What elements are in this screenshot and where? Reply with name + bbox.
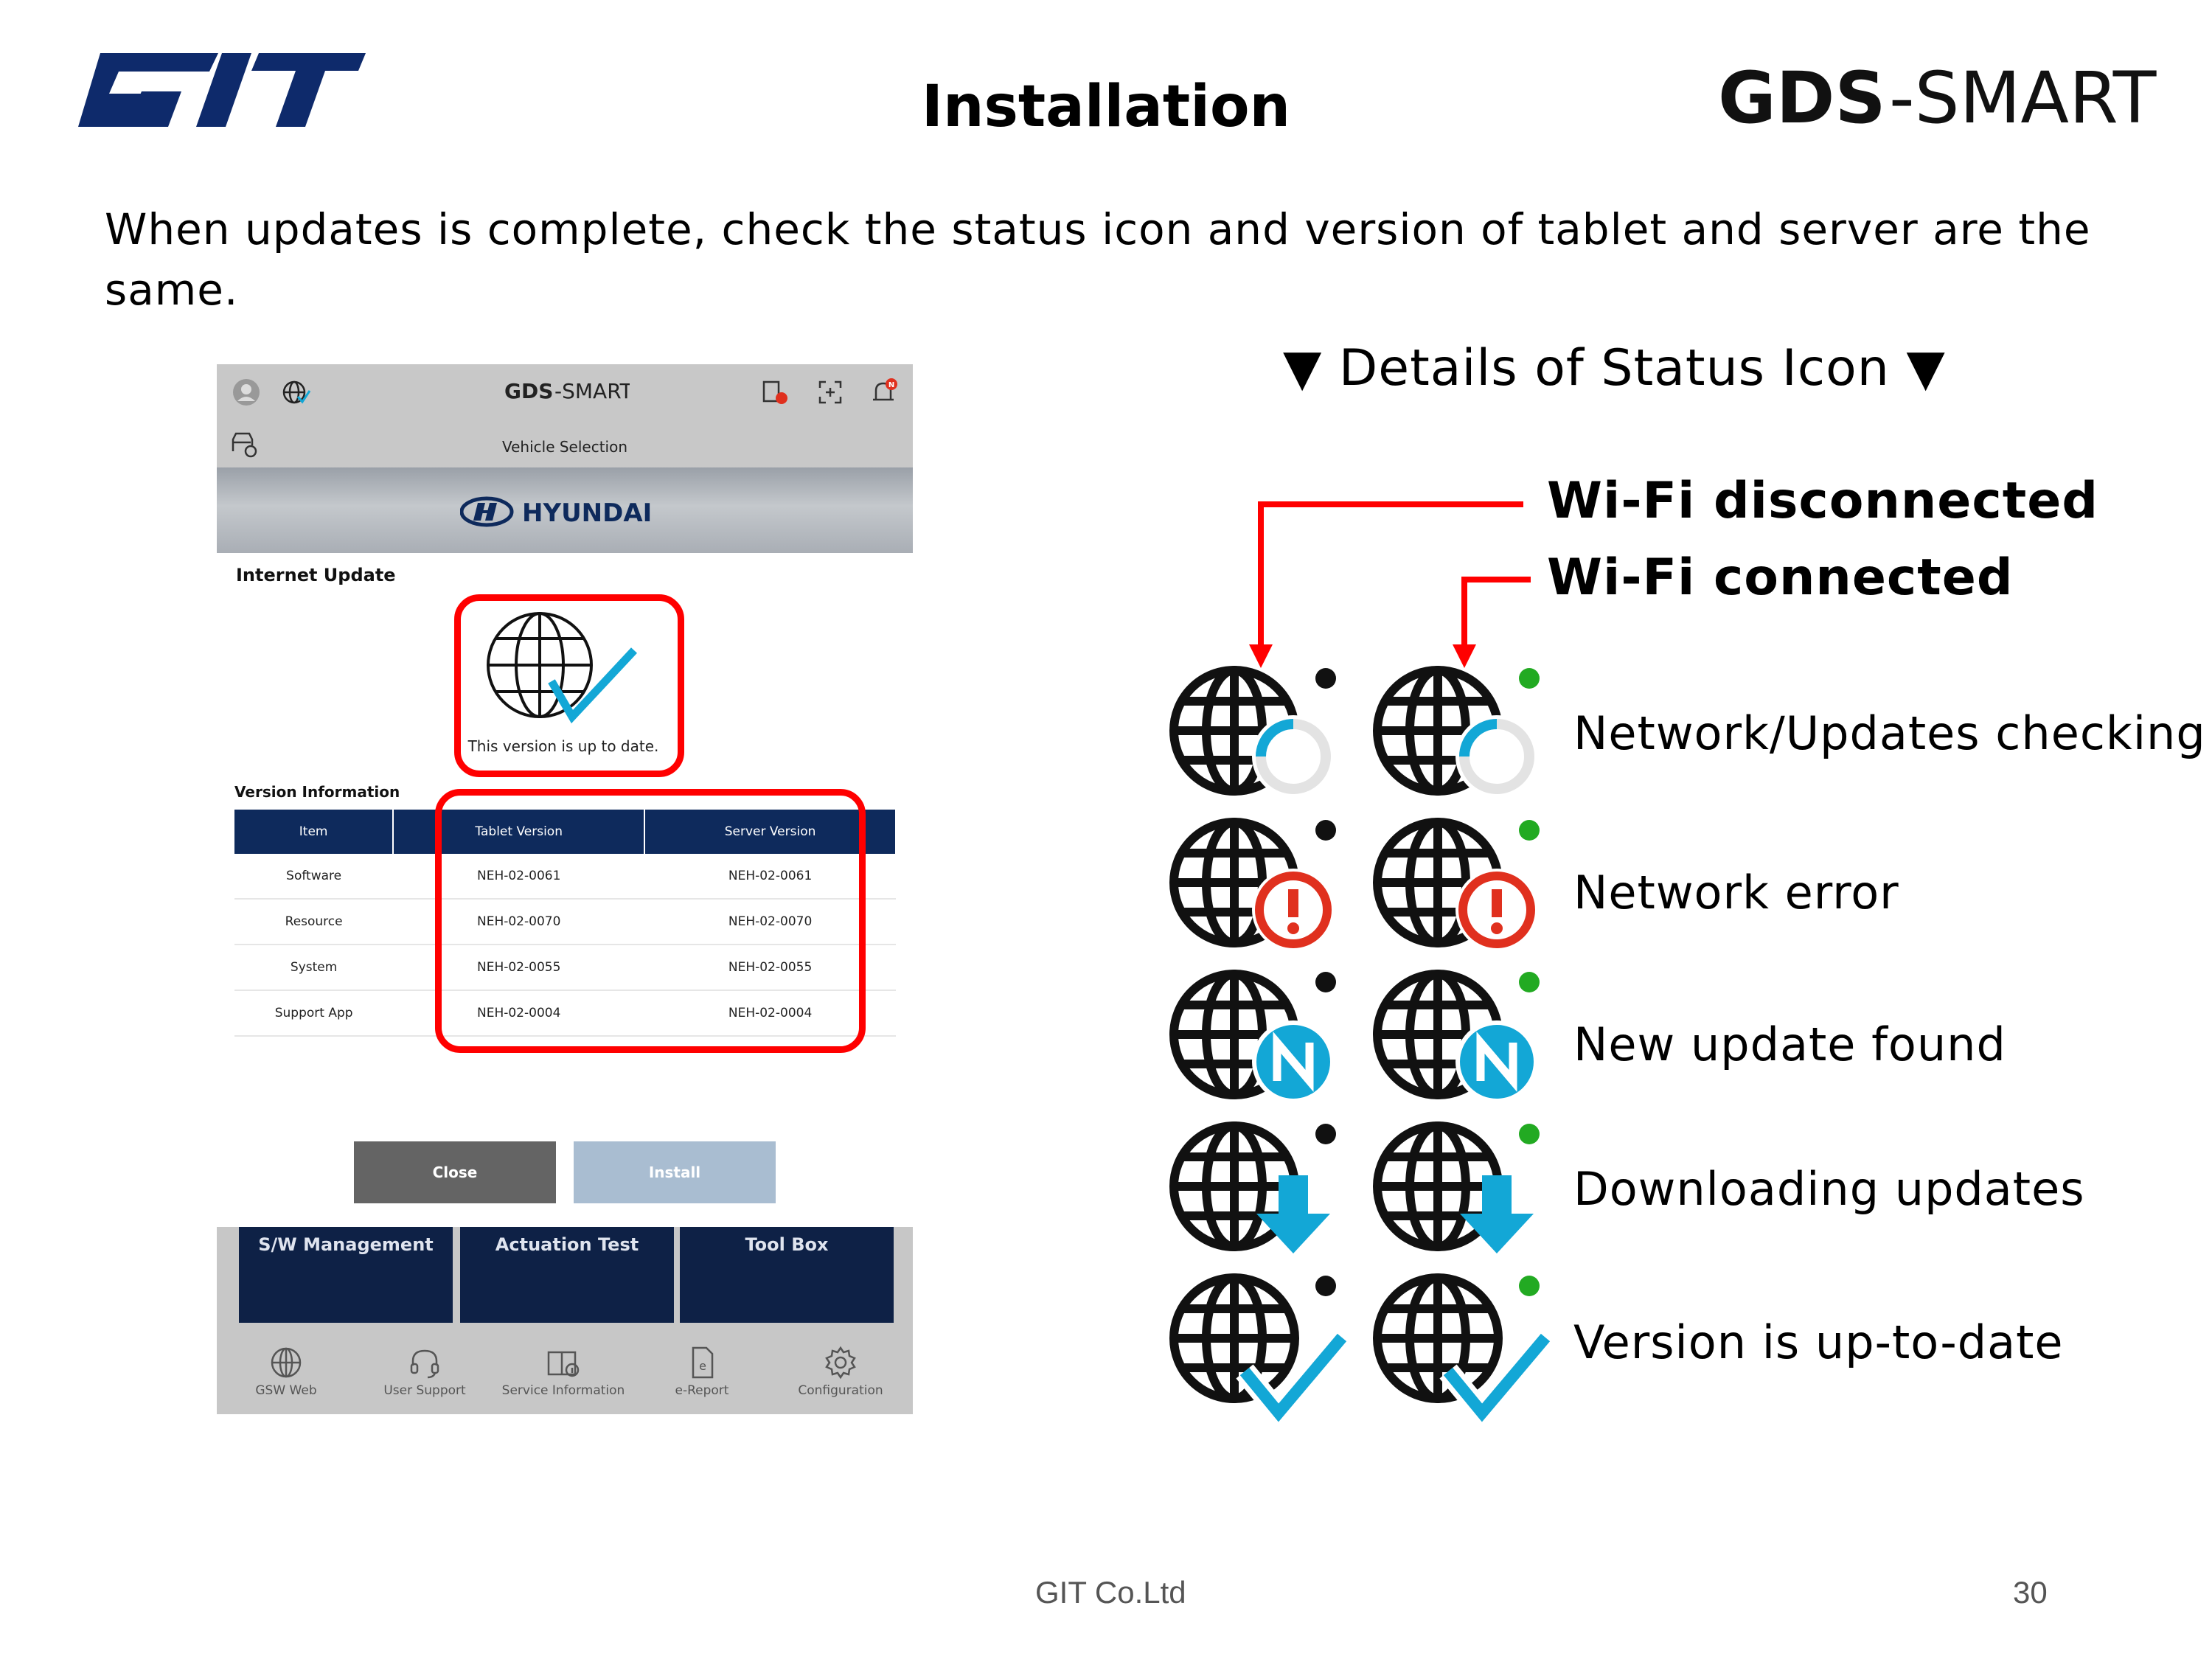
status-icon-checking-wifi-off — [1169, 666, 1336, 798]
footer-item-service-information[interactable]: Service Information — [494, 1345, 633, 1398]
footer-item-e-report[interactable]: e e-Report — [633, 1345, 771, 1398]
page-title: Installation — [921, 74, 1291, 140]
brand-name: HYUNDAI — [522, 498, 652, 528]
notification-bell-icon[interactable]: N — [869, 378, 898, 407]
footer-item-label: User Support — [383, 1383, 466, 1398]
footer-item-label: e-Report — [675, 1383, 729, 1398]
globe-icon — [271, 1347, 302, 1378]
status-icon-error-wifi-off — [1169, 818, 1336, 951]
status-label-downloading: Downloading updates — [1573, 1162, 2085, 1216]
status-highlight-box — [454, 594, 684, 777]
status-label-up-to-date: Version is up-to-date — [1573, 1315, 2064, 1369]
up-to-date-text: This version is up to date. — [467, 737, 659, 755]
internet-update-label: Internet Update — [236, 565, 396, 585]
footer-item-configuration[interactable]: Configuration — [771, 1345, 910, 1398]
table-cell: NEH-02-0070 — [644, 899, 896, 945]
table-row: Software NEH-02-0061 NEH-02-0061 — [234, 854, 896, 900]
svg-text:-SMART: -SMART — [554, 379, 630, 403]
tablet-menu: S/W Management Actuation Test Tool Box G… — [217, 1227, 913, 1414]
table-cell: NEH-02-0061 — [644, 854, 896, 900]
table-cell: System — [234, 945, 394, 991]
footer-item-user-support[interactable]: User Support — [355, 1345, 494, 1398]
footer-item-label: GSW Web — [255, 1383, 317, 1398]
menu-tile-sw-management[interactable]: S/W Management — [239, 1227, 453, 1323]
status-label-new-update: New update found — [1573, 1018, 2006, 1071]
document-icon: e — [692, 1346, 714, 1379]
status-icon-download-wifi-on — [1373, 1121, 1540, 1253]
svg-text:GDS: GDS — [504, 379, 553, 403]
git-logo — [78, 53, 366, 127]
globe-check-icon[interactable] — [282, 378, 311, 407]
brand-banner: HYUNDAI — [217, 467, 913, 553]
notification-badge: N — [888, 381, 894, 389]
status-label-network-error: Network error — [1573, 866, 1899, 919]
table-cell: Support App — [234, 990, 394, 1037]
tablet-topbar: GDS -SMART N Vehicle Selection — [217, 364, 913, 467]
headset-icon — [410, 1349, 439, 1379]
hyundai-logo: HYUNDAI — [460, 496, 652, 528]
footer-item-label: Service Information — [501, 1383, 625, 1398]
user-icon[interactable] — [232, 378, 261, 407]
table-cell: Resource — [234, 899, 394, 945]
vehicle-selection-label[interactable]: Vehicle Selection — [501, 438, 628, 456]
status-icon-uptodate-wifi-off — [1169, 1273, 1351, 1427]
status-label-checking: Network/Updates checking — [1573, 706, 2206, 760]
svg-text:-SMART: -SMART — [1889, 58, 2157, 139]
legend-arrows — [1249, 501, 1531, 668]
status-icon-new-wifi-on — [1373, 970, 1540, 1103]
close-button[interactable]: Close — [354, 1141, 556, 1203]
table-cell: NEH-02-0055 — [644, 945, 896, 991]
status-icon-checking-wifi-on — [1373, 666, 1540, 798]
book-info-icon — [547, 1351, 580, 1377]
menu-tile-actuation-test[interactable]: Actuation Test — [460, 1227, 674, 1323]
status-icon-download-wifi-off — [1169, 1121, 1336, 1253]
company-footer: GIT Co.Ltd — [1035, 1575, 1186, 1610]
svg-text:GDS: GDS — [1718, 58, 1886, 139]
status-icon-uptodate-wifi-on — [1373, 1273, 1551, 1427]
table-cell: Software — [234, 854, 394, 900]
status-icon-error-wifi-on — [1373, 818, 1540, 951]
vehicle-settings-icon[interactable] — [229, 429, 258, 459]
svg-text:e: e — [699, 1359, 706, 1373]
column-header: Item — [234, 810, 394, 854]
gds-smart-logo: GDS -SMART — [1718, 58, 2157, 139]
table-header-row: Item Tablet Version Server Version — [234, 810, 897, 854]
column-header: Server Version — [644, 810, 897, 854]
legend-heading: ▼ Details of Status Icon ▼ — [1283, 339, 1946, 397]
wifi-disconnected-label: Wi-Fi disconnected — [1547, 472, 2099, 530]
footer-item-gsw-web[interactable]: GSW Web — [217, 1345, 355, 1398]
version-information-label: Version Information — [234, 783, 400, 801]
install-button[interactable]: Install — [574, 1141, 776, 1203]
wifi-connected-label: Wi-Fi connected — [1547, 549, 2014, 607]
screen-capture-icon[interactable] — [815, 378, 845, 407]
tablet-app-logo: GDS -SMART — [504, 379, 630, 403]
gear-icon — [825, 1346, 856, 1380]
page-number: 30 — [2013, 1575, 2048, 1610]
footer-item-label: Configuration — [798, 1383, 883, 1398]
tablet-screen: GDS -SMART N Vehicle Selection HYUNDAI I… — [217, 364, 913, 1414]
menu-tile-tool-box[interactable]: Tool Box — [680, 1227, 894, 1323]
status-icon-grid — [1169, 666, 1551, 1427]
version-highlight-box — [435, 789, 866, 1053]
intro-text: When updates is complete, check the stat… — [105, 204, 2091, 315]
status-icon-new-wifi-off — [1169, 970, 1336, 1103]
vehicle-status-icon[interactable] — [759, 378, 789, 407]
globe-up-to-date-icon — [487, 612, 638, 724]
